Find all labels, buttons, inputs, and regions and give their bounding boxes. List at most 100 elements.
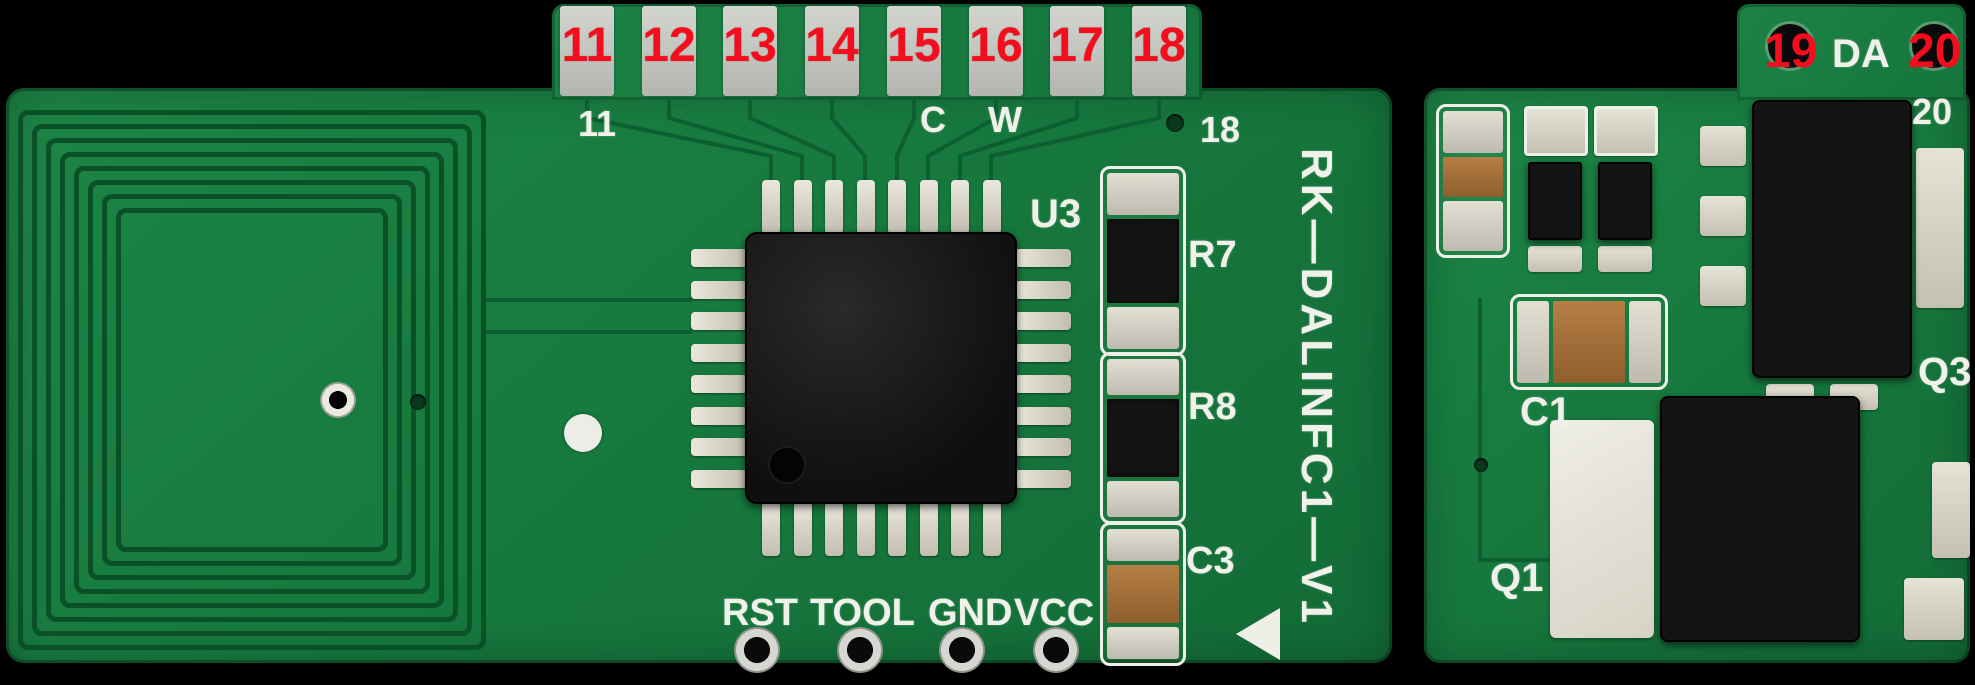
ic-lead: [691, 438, 747, 456]
solder-pad: [1107, 529, 1179, 561]
antenna-ring: [88, 180, 416, 580]
solder-pad: [1528, 246, 1582, 272]
silk-r7: R7: [1188, 234, 1237, 276]
via: [1474, 458, 1488, 472]
solder-pad: [1700, 196, 1746, 236]
via: [410, 394, 426, 410]
annotation-13: 13: [723, 19, 777, 72]
ic-lead: [825, 502, 843, 556]
edge-pad-15: 15: [887, 6, 941, 96]
edge-pad-13: 13: [723, 6, 777, 96]
antenna-center-hole: [320, 382, 356, 418]
silk-q3: Q3: [1918, 350, 1972, 394]
c3-body: [1107, 565, 1179, 623]
ic-lead: [762, 502, 780, 556]
transistor-q3: [1752, 100, 1912, 378]
solder-pad: [1524, 106, 1588, 156]
resistor-r7: [1100, 166, 1186, 356]
vcc-hole: [1033, 627, 1079, 673]
c1-body: [1553, 301, 1625, 383]
annotation-20: 20: [1908, 25, 1962, 78]
antenna-ring: [60, 152, 444, 608]
silk-gnd: GND: [928, 592, 1013, 634]
mounting-hole-20: [1912, 24, 1956, 68]
silk-da: DA: [1832, 32, 1890, 76]
transistor-q1: [1660, 396, 1860, 642]
ic-lead: [691, 312, 747, 330]
annotation-17: 17: [1050, 19, 1104, 72]
annotation-18: 18: [1132, 19, 1186, 72]
solder-pad: [1107, 359, 1179, 395]
chip-resistor: [1528, 162, 1582, 240]
ic-lead: [762, 180, 780, 234]
gnd-hole: [939, 627, 985, 673]
nfc-antenna-coil: [18, 110, 486, 650]
antenna-ring: [18, 110, 486, 650]
r8-body: [1107, 399, 1179, 477]
antenna-ring: [32, 124, 472, 636]
silk-pad11: 11: [578, 103, 617, 144]
r7-body: [1107, 219, 1179, 303]
edge-pad-18: 18: [1132, 6, 1186, 96]
ic-lead: [920, 502, 938, 556]
ic-lead: [1015, 249, 1071, 267]
silk-u3: U3: [1030, 192, 1082, 236]
silk-board-name: RK—DALINFC1—V1: [1292, 148, 1341, 627]
antenna-ring: [74, 166, 430, 594]
silk-c3: C3: [1186, 540, 1235, 582]
silk-r8: R8: [1188, 386, 1237, 428]
edge-pad-17: 17: [1050, 6, 1104, 96]
component-body: [1443, 157, 1503, 197]
solder-pad: [1594, 106, 1658, 156]
inductor-component: [1436, 104, 1510, 258]
ic-lead: [691, 470, 747, 488]
capacitor-c1: [1510, 294, 1668, 390]
q1-tab-pad: [1550, 420, 1654, 638]
ic-lead: [1015, 344, 1071, 362]
via-white: [564, 414, 602, 452]
annotation-12: 12: [642, 19, 696, 72]
ic-lead: [1015, 470, 1071, 488]
ic-lead: [691, 281, 747, 299]
silk-vcc: VCC: [1014, 592, 1095, 634]
ic-lead: [951, 180, 969, 234]
solder-pad: [1107, 627, 1179, 659]
rst-hole: [734, 627, 780, 673]
ic-lead: [983, 180, 1001, 234]
ic-lead: [888, 180, 906, 234]
ic-lead: [1015, 312, 1071, 330]
antenna-ring: [116, 208, 388, 552]
ic-lead: [691, 344, 747, 362]
solder-pad: [1700, 266, 1746, 306]
solder-pad: [1517, 301, 1549, 383]
solder-pad: [1629, 301, 1661, 383]
solder-pad: [1932, 462, 1970, 558]
edge-pad-16: 16: [969, 6, 1023, 96]
silk-rst: RST: [722, 592, 798, 634]
silk-q1: Q1: [1490, 556, 1544, 600]
annotation-11: 11: [561, 19, 613, 72]
chip-resistor: [1598, 162, 1652, 240]
solder-pad: [1904, 578, 1964, 640]
ic-lead: [794, 180, 812, 234]
silk-tool: TOOL: [810, 592, 915, 634]
silk-pad18: 18: [1200, 109, 1241, 150]
ic-pin1-marker: [770, 448, 804, 482]
edge-pad-12: 12: [642, 6, 696, 96]
annotation-15: 15: [887, 19, 941, 72]
solder-pad: [1916, 148, 1964, 308]
antenna-ring: [46, 138, 458, 622]
annotation-16: 16: [969, 19, 1023, 72]
ic-lead: [1015, 281, 1071, 299]
solder-pad: [1700, 126, 1746, 166]
ic-lead: [920, 180, 938, 234]
silk-w: W: [988, 99, 1022, 140]
ic-lead: [691, 375, 747, 393]
solder-pad: [1107, 307, 1179, 349]
silk-c1: C1: [1520, 390, 1572, 434]
ic-lead: [1015, 438, 1071, 456]
ic-lead: [857, 502, 875, 556]
ic-lead: [951, 502, 969, 556]
capacitor-c3: [1100, 522, 1186, 666]
